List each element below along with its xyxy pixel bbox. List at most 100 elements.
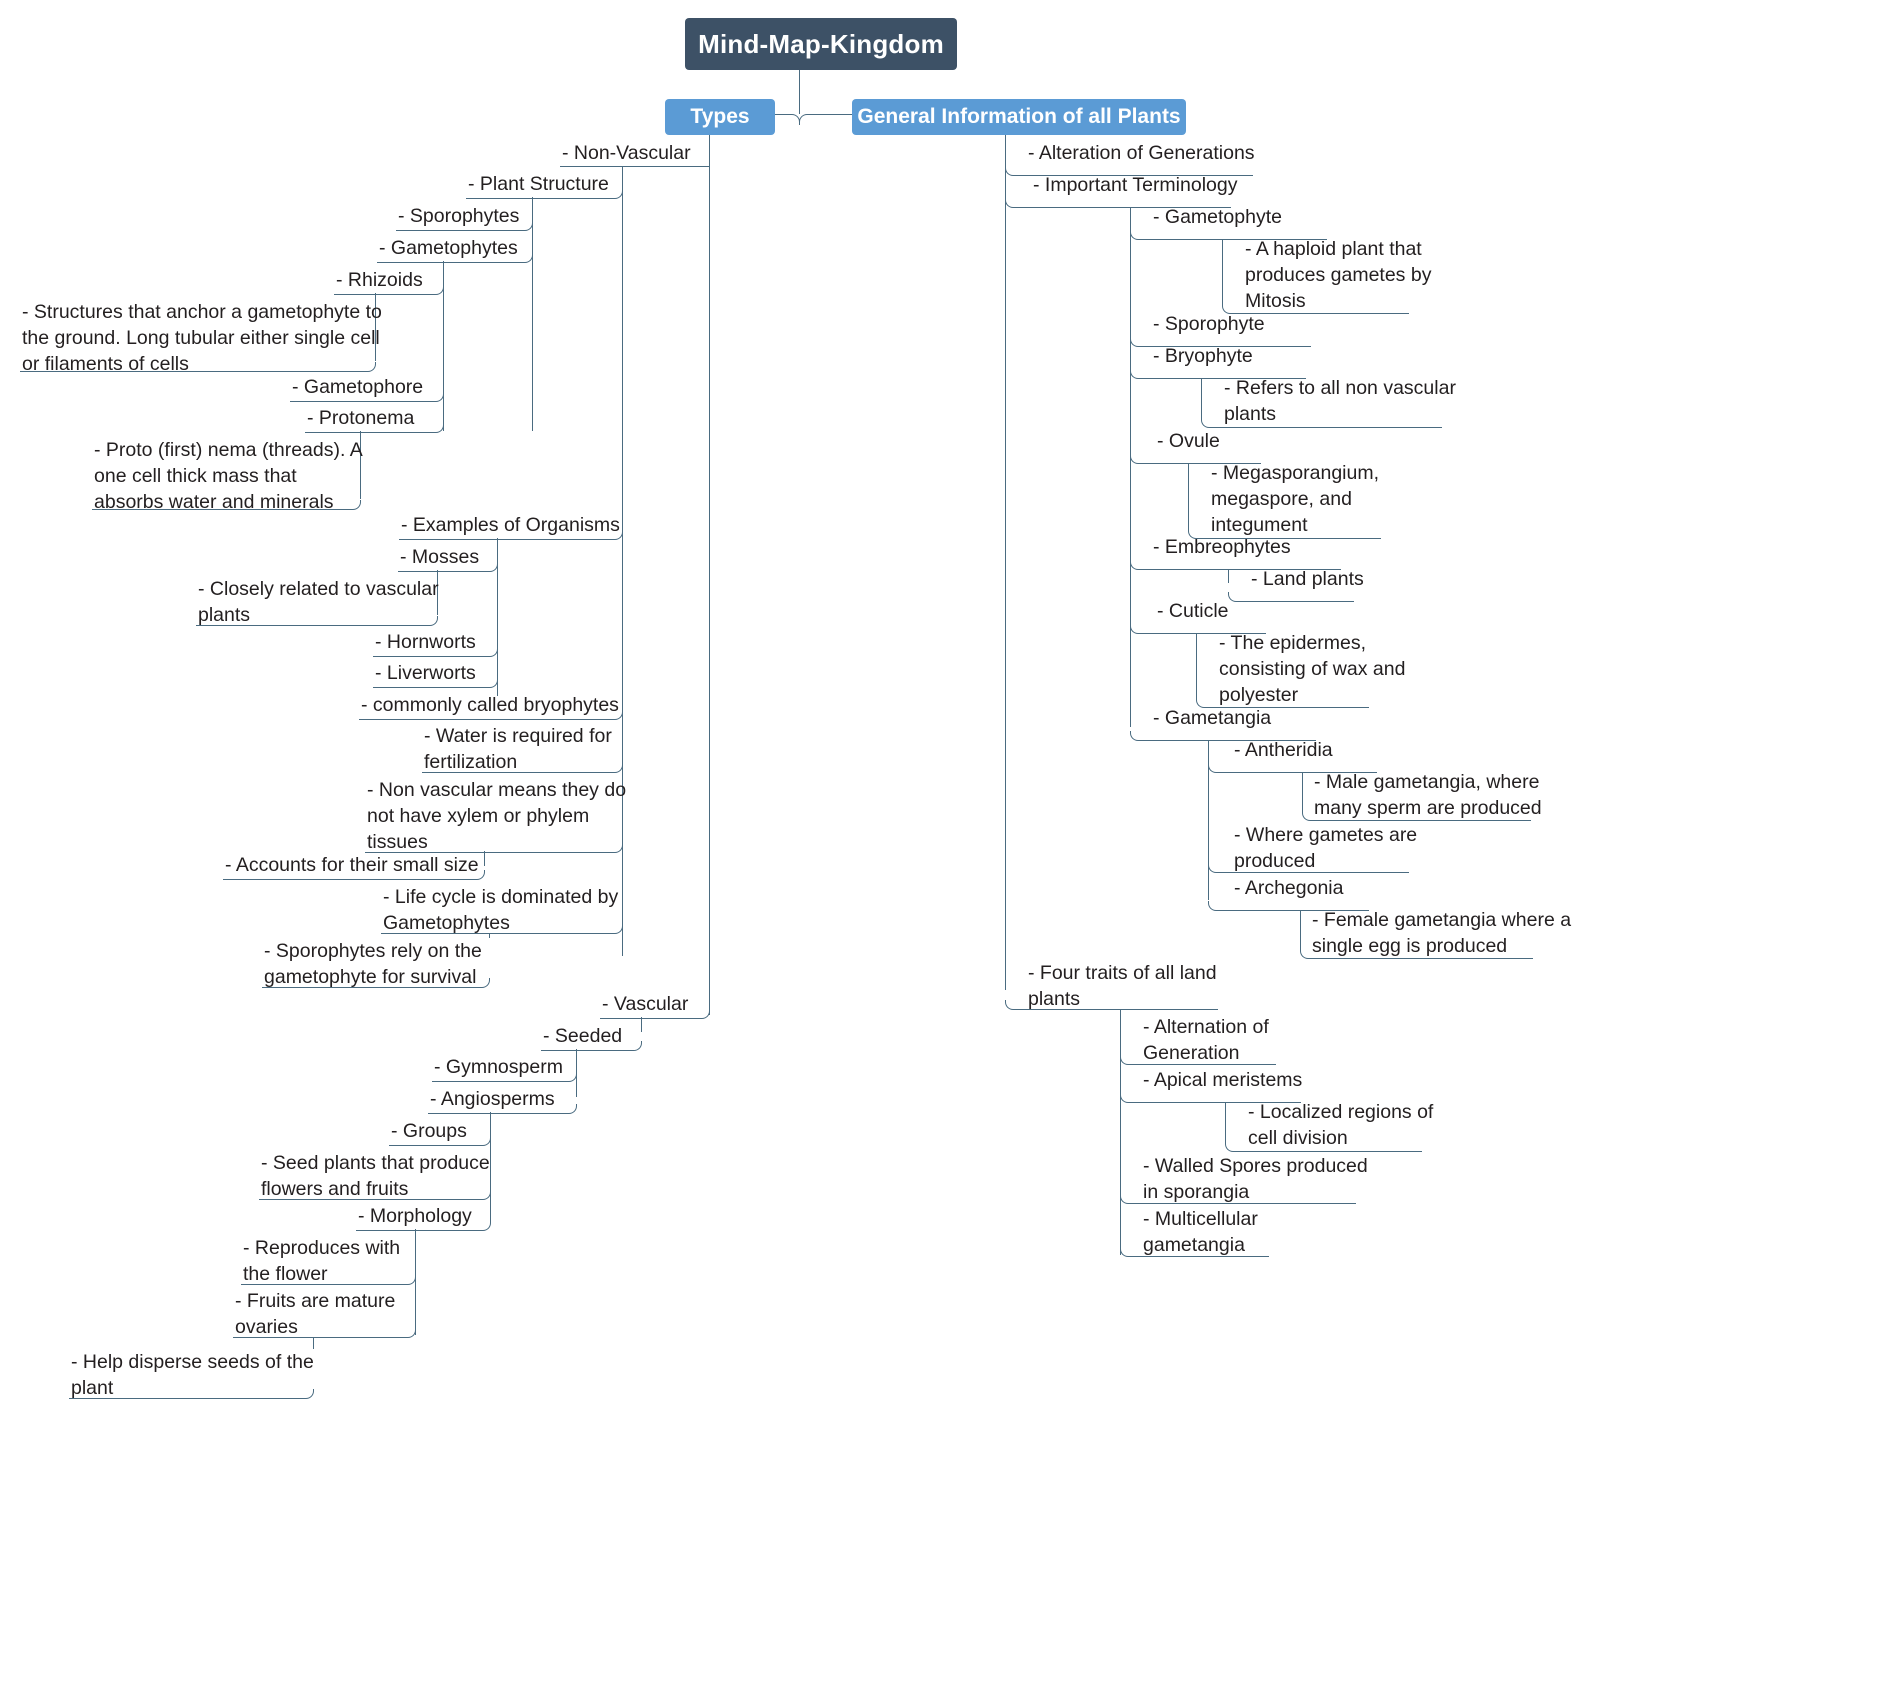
underline-multicellular-gametangia (1120, 1247, 1269, 1257)
node-non-vascular-means[interactable]: - Non vascular means they do not have xy… (367, 779, 627, 853)
underline-examples-of-organisms (399, 530, 623, 540)
node-land-plants[interactable]: - Land plants (1251, 568, 1364, 590)
branch-node-types[interactable]: Types (665, 99, 775, 135)
underline-where-gametes-produced (1208, 863, 1409, 873)
node-water-required[interactable]: - Water is required for fertilization (424, 725, 612, 773)
node-sporophyte[interactable]: - Sporophyte (1153, 313, 1265, 335)
node-protonema[interactable]: - Protonema (307, 407, 415, 429)
node-archegonia[interactable]: - Archegonia (1234, 877, 1344, 899)
underline-life-cycle (381, 924, 623, 934)
underline-four-traits (1005, 1000, 1218, 1010)
node-antheridia-description[interactable]: - Male gametangia, where many sperm are … (1314, 771, 1542, 819)
node-cuticle-description[interactable]: - The epidermes, consisting of wax and p… (1219, 632, 1406, 706)
connector-general-spine (1005, 135, 1006, 990)
node-important-terminology[interactable]: - Important Terminology (1033, 174, 1238, 196)
node-multicellular-gametangia[interactable]: - Multicellular gametangia (1143, 1208, 1258, 1256)
node-gametophyte-description[interactable]: - A haploid plant that produces gametes … (1245, 238, 1432, 312)
node-liverworts[interactable]: - Liverworts (375, 662, 476, 684)
node-fruits-mature-ovaries[interactable]: - Fruits are mature ovaries (235, 1290, 396, 1338)
node-walled-spores[interactable]: - Walled Spores produced in sporangia (1143, 1155, 1368, 1203)
underline-ovule-description (1188, 529, 1381, 539)
node-seed-plants[interactable]: - Seed plants that produce flowers and f… (261, 1152, 490, 1200)
node-where-gametes-produced[interactable]: - Where gametes are produced (1234, 824, 1418, 872)
underline-important-terminology (1005, 198, 1231, 208)
node-ovule-description[interactable]: - Megasporangium, megaspore, and integum… (1211, 462, 1379, 536)
connector-cuticle-spine (1196, 633, 1197, 699)
root-node-mind-map-kingdom[interactable]: Mind-Map-Kingdom (685, 18, 957, 70)
connector-antheridia-spine (1302, 772, 1303, 812)
connector-nonvascular-spine (622, 166, 623, 956)
underline-apical-description (1225, 1142, 1422, 1152)
underline-archegonia-description (1300, 949, 1533, 959)
underline-angiosperms (428, 1104, 577, 1114)
node-gametangia[interactable]: - Gametangia (1153, 707, 1272, 729)
branch-node-general-information[interactable]: General Information of all Plants (852, 99, 1186, 135)
connector-examples-spine (497, 538, 498, 696)
underline-ovule (1130, 454, 1261, 464)
connector-plantstructure-spine (532, 197, 533, 431)
node-antheridia[interactable]: - Antheridia (1234, 739, 1333, 761)
connector-bryophyte-spine (1201, 378, 1202, 419)
underline-bryophyte (1130, 369, 1306, 379)
node-accounts-small-size[interactable]: - Accounts for their small size (225, 854, 479, 876)
connector-gametangia-spine (1208, 740, 1209, 900)
connector-apical-spine (1225, 1102, 1226, 1143)
node-gametophore[interactable]: - Gametophore (292, 376, 424, 398)
node-plant-structure[interactable]: - Plant Structure (468, 173, 609, 195)
node-alteration-of-generations[interactable]: - Alteration of Generations (1028, 142, 1255, 164)
underline-mosses (398, 562, 498, 572)
node-groups[interactable]: - Groups (391, 1120, 467, 1142)
node-bryophyte-description[interactable]: - Refers to all non vascular plants (1224, 377, 1456, 425)
node-archegonia-description[interactable]: - Female gametangia where a single egg i… (1312, 909, 1572, 957)
connector-archegonia-spine (1300, 910, 1301, 950)
node-embreophytes[interactable]: - Embreophytes (1153, 536, 1291, 558)
connector-sporophytes-rely-spine (489, 933, 490, 938)
underline-land-plants (1228, 592, 1354, 602)
node-alternation-of-generation[interactable]: - Alternation of Generation (1143, 1016, 1269, 1064)
underline-sporophytes (396, 221, 533, 231)
underline-seed-plants (259, 1190, 491, 1200)
node-angiosperms[interactable]: - Angiosperms (430, 1088, 555, 1110)
node-cuticle[interactable]: - Cuticle (1157, 600, 1229, 622)
node-help-disperse[interactable]: - Help disperse seeds of the plant (71, 1351, 314, 1399)
underline-gametophytes (377, 253, 533, 263)
underline-non-vascular (560, 166, 709, 167)
connector-embreophytes-spine (1228, 569, 1229, 583)
underline-sporophyte (1130, 337, 1311, 347)
node-gametophytes[interactable]: - Gametophytes (379, 237, 518, 259)
node-rhizoids-description[interactable]: - Structures that anchor a gametophyte t… (22, 301, 382, 375)
node-rhizoids[interactable]: - Rhizoids (336, 269, 423, 291)
node-life-cycle[interactable]: - Life cycle is dominated by Gametophyte… (383, 886, 619, 934)
underline-vascular (600, 1009, 710, 1019)
node-four-traits[interactable]: - Four traits of all land plants (1028, 962, 1217, 1010)
underline-rhizoids (334, 285, 444, 295)
node-protonema-description[interactable]: - Proto (first) nema (threads). A one ce… (94, 439, 363, 513)
connector-terminology-spine (1130, 207, 1131, 727)
node-vascular[interactable]: - Vascular (602, 993, 689, 1015)
underline-archegonia (1208, 901, 1369, 911)
node-morphology[interactable]: - Morphology (358, 1205, 472, 1227)
node-apical-meristems[interactable]: - Apical meristems (1143, 1069, 1303, 1091)
node-gymnosperm[interactable]: - Gymnosperm (434, 1056, 563, 1078)
node-reproduces-flower[interactable]: - Reproduces with the flower (243, 1237, 401, 1285)
underline-cuticle (1130, 624, 1266, 634)
node-mosses[interactable]: - Mosses (400, 546, 480, 568)
underline-plant-structure (466, 189, 623, 199)
node-apical-description[interactable]: - Localized regions of cell division (1248, 1101, 1434, 1149)
node-commonly-called-bryophytes[interactable]: - commonly called bryophytes (361, 694, 619, 716)
node-ovule[interactable]: - Ovule (1157, 430, 1220, 452)
underline-protonema-description (92, 500, 361, 510)
node-seeded[interactable]: - Seeded (543, 1025, 623, 1047)
node-non-vascular[interactable]: - Non-Vascular (562, 142, 691, 164)
connector-root-right-elbow (799, 114, 853, 125)
underline-commonly-called-bryophytes (359, 710, 623, 720)
node-gametophyte[interactable]: - Gametophyte (1153, 206, 1282, 228)
node-bryophyte[interactable]: - Bryophyte (1153, 345, 1253, 367)
node-sporophytes[interactable]: - Sporophytes (398, 205, 520, 227)
underline-bryophyte-description (1201, 418, 1442, 428)
node-mosses-description[interactable]: - Closely related to vascular plants (198, 578, 439, 626)
underline-antheridia-description (1302, 811, 1531, 821)
node-examples-of-organisms[interactable]: - Examples of Organisms (401, 514, 620, 536)
node-hornworts[interactable]: - Hornworts (375, 631, 476, 653)
node-sporophytes-rely[interactable]: - Sporophytes rely on the gametophyte fo… (264, 940, 482, 988)
